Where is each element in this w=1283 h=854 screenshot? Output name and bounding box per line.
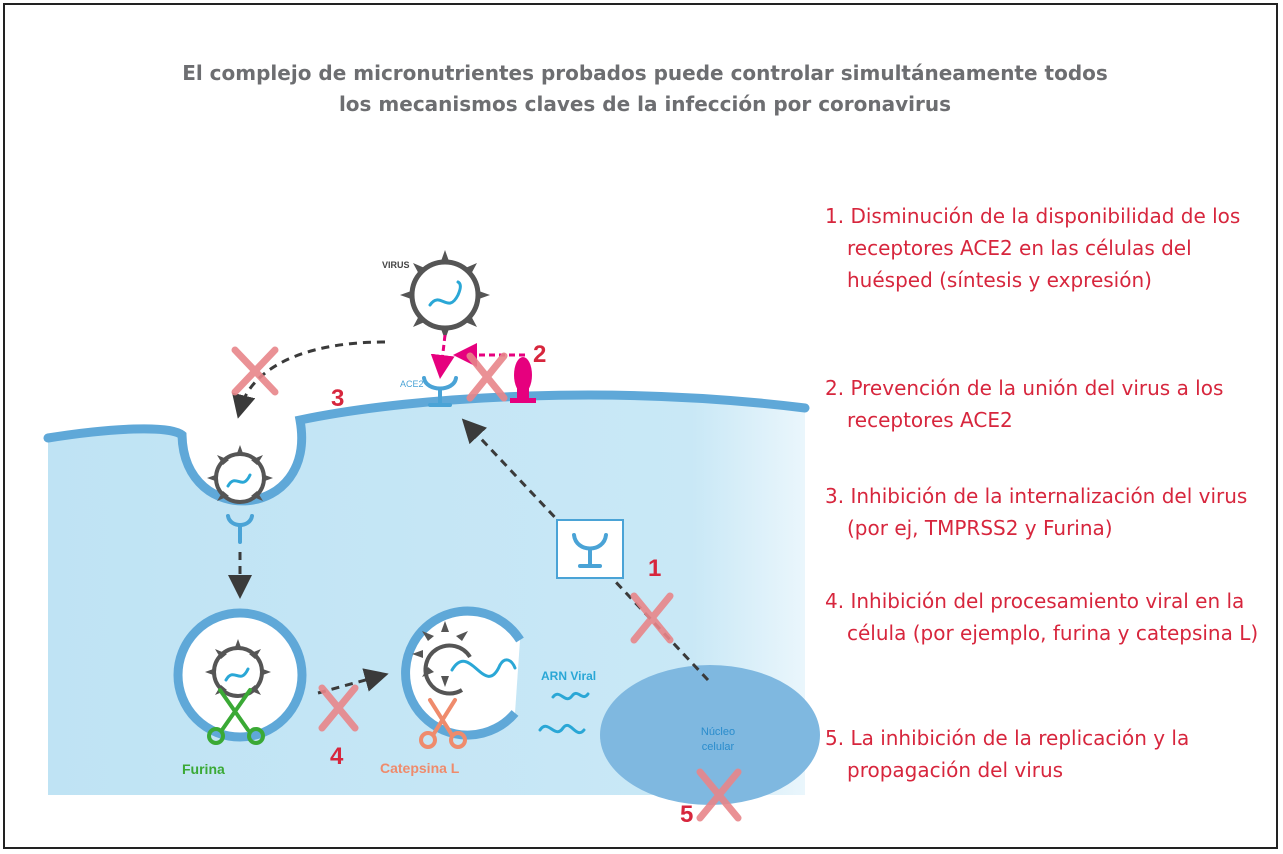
mechanism-item-1: 1. Disminución de la disponibilidad de l… (825, 204, 1241, 292)
mechanism-item-5: 5. La inhibición de la replicación y la … (825, 726, 1190, 782)
step-marker-5: 5 (680, 801, 693, 828)
block-cross-2 (466, 352, 508, 402)
mechanism-item-3: 3. Inhibición de la internalización del … (825, 484, 1248, 540)
nucleus-label-2: celular (702, 741, 735, 753)
entry-arrow (232, 340, 386, 419)
furina-label: Furina (182, 761, 225, 777)
ace2-label: ACE2 (400, 379, 424, 389)
nucleus-label-1: Núcleo (701, 726, 735, 738)
cell-membrane (43, 390, 810, 506)
virus-endocytosis (207, 445, 273, 504)
nucleus (600, 665, 820, 805)
mechanism-item-4: 4. Inhibición del procesamiento viral en… (825, 589, 1259, 645)
virus-vesicle-2 (412, 621, 517, 696)
virus-to-ace2-arrow (430, 334, 455, 379)
catepsina-label: Catepsina L (380, 760, 460, 776)
ace2-synthesis-receptor (572, 533, 608, 568)
step-marker-2: 2 (533, 341, 546, 368)
ace2-blocker-molecule (510, 357, 536, 403)
viral-rna-1 (551, 691, 590, 701)
ace2-endocytosis (226, 514, 254, 544)
mechanism-item-2: 2. Prevención de la unión del virus a lo… (825, 376, 1224, 432)
vesicle-catepsina (401, 606, 524, 740)
scissors-furina-icon (207, 688, 265, 745)
block-cross-4 (318, 684, 359, 732)
block-cross-3 (231, 346, 279, 396)
scissors-catepsina-icon (419, 698, 467, 749)
step-marker-1: 1 (648, 555, 661, 582)
block-cross-1 (630, 592, 674, 644)
arn-viral-label: ARN Viral (541, 669, 596, 683)
virus-vesicle-1 (205, 639, 271, 698)
figure-title: El complejo de micronutrientes probados … (60, 58, 1230, 120)
virus-label: VIRUS (382, 260, 410, 270)
viral-rna-2 (538, 724, 586, 734)
title-line-2: los mecanismos claves de la infección po… (338, 92, 952, 116)
processing-arrow (317, 668, 389, 695)
step-marker-4: 4 (330, 743, 344, 770)
block-cross-5 (696, 768, 742, 822)
title-line-1: El complejo de micronutrientes probados … (182, 61, 1108, 85)
virus-top (400, 250, 490, 340)
ace2-receptor (422, 376, 458, 407)
step-marker-3: 3 (331, 385, 344, 412)
